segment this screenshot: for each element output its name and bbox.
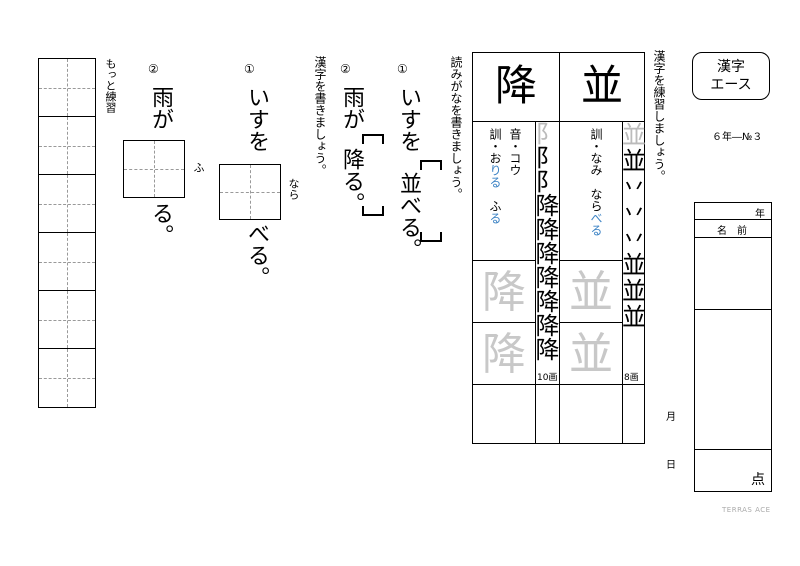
stroke-kou-3: 阝 — [535, 168, 560, 196]
read-q1-text1: いすを — [396, 86, 421, 152]
instruction-practice: 漢字を練習しましょう。 — [652, 50, 666, 182]
stroke-kou-9: 降 — [535, 312, 560, 340]
stroke-kou-10: 降 — [535, 336, 560, 364]
write-q2-answer-box[interactable] — [123, 140, 185, 198]
badge-line2: エース — [710, 77, 752, 93]
reading-kou-on: 音・コウ — [508, 128, 522, 176]
kanji-column-kou: 音・コウ 訓・おりる ふる 降 降 阝 阝 阝 降 降 降 降 降 降 降 10… — [472, 122, 560, 444]
stroke-nami-3: 丷 — [622, 173, 646, 201]
stroke-order-nami: 並 並 丷 丷 丷 並 並 並 — [622, 122, 646, 330]
stroke-nami-8: 並 — [622, 303, 646, 331]
read-q1-bracket-bottom — [420, 232, 442, 242]
write-q1-text2: べる。 — [244, 222, 269, 288]
kanji-main-nami: 並 — [580, 61, 623, 110]
year-label: 年 — [755, 209, 765, 220]
stroke-count-nami: 8画 — [624, 373, 639, 383]
kanji-main-kou: 降 — [494, 61, 537, 110]
stroke-nami-7: 並 — [622, 277, 646, 305]
read-q1-text2: 並べる。 — [396, 172, 421, 260]
read-q2-bracket-bottom — [362, 206, 384, 216]
stroke-order-kou: 阝 阝 阝 降 降 降 降 降 降 降 — [535, 122, 560, 362]
read-q2-number: ② — [340, 62, 351, 76]
reading-kou-kun: 訓・おりる ふる — [487, 128, 504, 224]
stroke-kou-7: 降 — [535, 264, 560, 292]
write-q2-number: ② — [148, 62, 159, 76]
read-q2-text2: 降る。 — [339, 148, 364, 214]
stroke-nami-6: 並 — [622, 251, 646, 279]
write-q1-furigana: なら — [287, 178, 300, 200]
stroke-kou-4: 降 — [535, 192, 560, 220]
ghost-nami-1: 並 — [569, 267, 613, 318]
stroke-nami-4: 丷 — [622, 199, 646, 227]
write-q2-furigana: ふ — [192, 162, 205, 173]
sheet-number: ６年―№３ — [712, 132, 763, 143]
reading-kou-kun-blue2: る — [488, 212, 502, 224]
read-q2-text1: 雨が — [339, 86, 364, 130]
more-practice-grid[interactable] — [38, 58, 96, 408]
stroke-kou-2: 阝 — [535, 144, 560, 172]
stroke-count-kou: 10画 — [537, 373, 558, 383]
brand-footer: TERRAS ACE — [722, 506, 771, 514]
stroke-kou-5: 降 — [535, 216, 560, 244]
read-q1-bracket-top — [420, 160, 442, 170]
read-q1-number: ① — [397, 62, 408, 76]
ghost-kou-1: 降 — [482, 267, 526, 318]
reading-nami: 訓・なみ ならべる — [588, 128, 605, 236]
reading-kou-kun-plain2: ふ — [488, 200, 502, 212]
score-panel: 年 名 前 点 — [694, 202, 772, 492]
more-practice-label: もっと練習 — [104, 58, 117, 113]
reading-kou-kun-label: 訓・お — [488, 128, 502, 164]
reading-kou-kun-blue1: りる — [488, 164, 502, 188]
month-label: 月 — [666, 412, 676, 423]
kanji-table: 並 降 — [472, 52, 645, 122]
kanji-column-nami: 訓・なみ ならべる 並 並 並 並 丷 丷 丷 並 並 並 8画 — [559, 122, 646, 444]
stroke-nami-1: 並 — [622, 121, 646, 149]
write-q1-number: ① — [244, 62, 255, 76]
write-q1-text1: いすを — [244, 86, 269, 152]
stroke-kou-6: 降 — [535, 240, 560, 268]
instruction-read: 読みがなを書きましょう。 — [449, 56, 463, 200]
day-label: 日 — [666, 460, 676, 471]
ghost-nami-2: 並 — [569, 329, 613, 380]
points-label: 点 — [751, 472, 765, 488]
write-q2-text2: る。 — [148, 202, 173, 246]
stroke-kou-8: 降 — [535, 288, 560, 316]
stroke-kou-1: 阝 — [535, 120, 560, 148]
reading-nami-kun: 訓・なみ — [589, 128, 603, 176]
name-label: 名 前 — [717, 226, 747, 237]
write-q1-answer-box[interactable] — [219, 164, 281, 220]
badge-line1: 漢字 — [717, 59, 745, 75]
read-q2-bracket-top — [362, 134, 384, 144]
stroke-nami-2: 並 — [622, 147, 646, 175]
title-badge: 漢字 エース — [692, 52, 770, 100]
instruction-write: 漢字を書きましょう。 — [313, 56, 327, 176]
write-q2-text1: 雨が — [148, 86, 173, 130]
reading-nami-okurigana: べる — [589, 212, 603, 236]
stroke-nami-5: 丷 — [622, 225, 646, 253]
reading-nami-extra: なら — [589, 188, 603, 212]
ghost-kou-2: 降 — [482, 329, 526, 380]
